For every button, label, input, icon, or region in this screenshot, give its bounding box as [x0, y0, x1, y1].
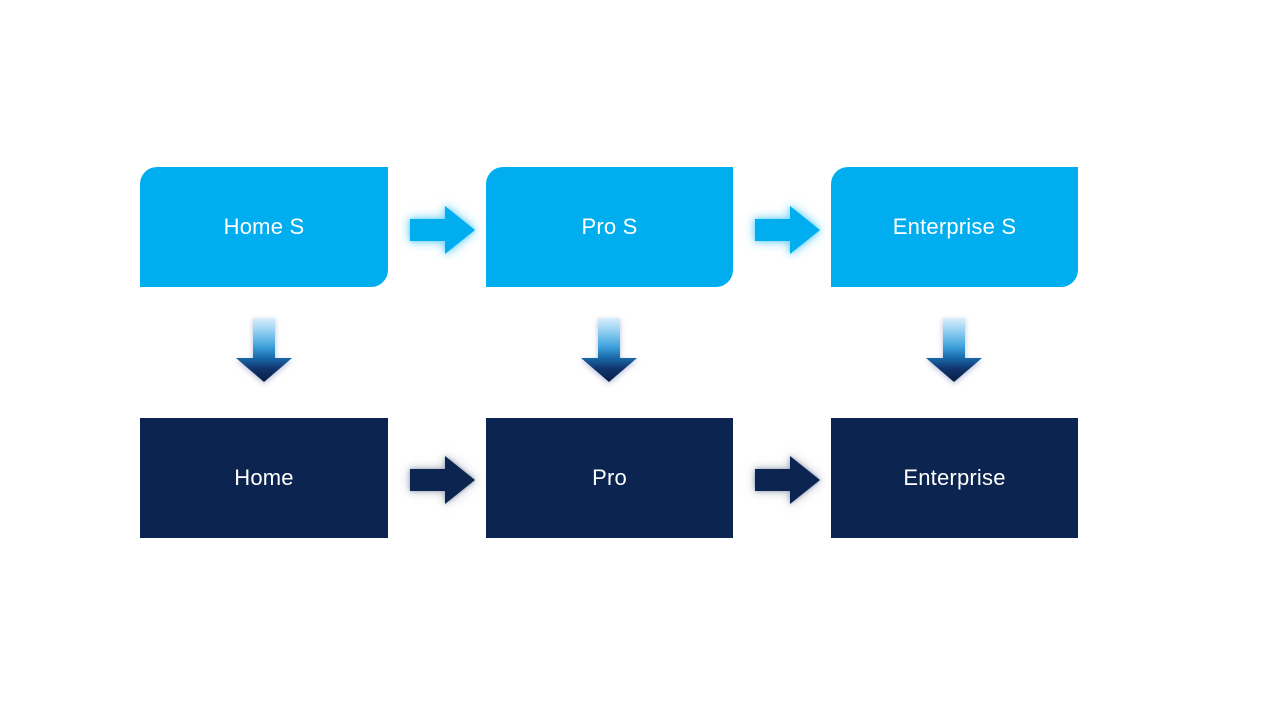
right-arrow-shape [755, 456, 820, 504]
right-arrow-icon [410, 456, 475, 504]
node-pro-s: Pro S [486, 167, 733, 287]
right-arrow-icon [755, 456, 820, 504]
right-arrow-icon [755, 206, 820, 254]
right-arrow-shape [410, 206, 475, 254]
node-label: Home [234, 465, 294, 490]
node-enterprise: Enterprise [831, 418, 1078, 538]
right-arrow-shape [755, 206, 820, 254]
down-arrow-icon [581, 318, 637, 382]
down-arrow-icon [236, 318, 292, 382]
node-label: Enterprise S [892, 214, 1017, 239]
node-label: Pro S [581, 214, 638, 239]
down-arrow-icon [926, 318, 982, 382]
node-pro: Pro [486, 418, 733, 538]
down-arrow-shape [926, 318, 982, 382]
down-arrow-shape [581, 318, 637, 382]
down-arrow-shape [236, 318, 292, 382]
right-arrow-icon [410, 206, 475, 254]
node-home: Home [140, 418, 388, 538]
node-enterprise-s: Enterprise S [831, 167, 1078, 287]
node-label: Pro [592, 465, 627, 490]
node-label: Enterprise [903, 465, 1006, 490]
node-label: Home S [223, 214, 305, 239]
right-arrow-shape [410, 456, 475, 504]
node-home-s: Home S [140, 167, 388, 287]
